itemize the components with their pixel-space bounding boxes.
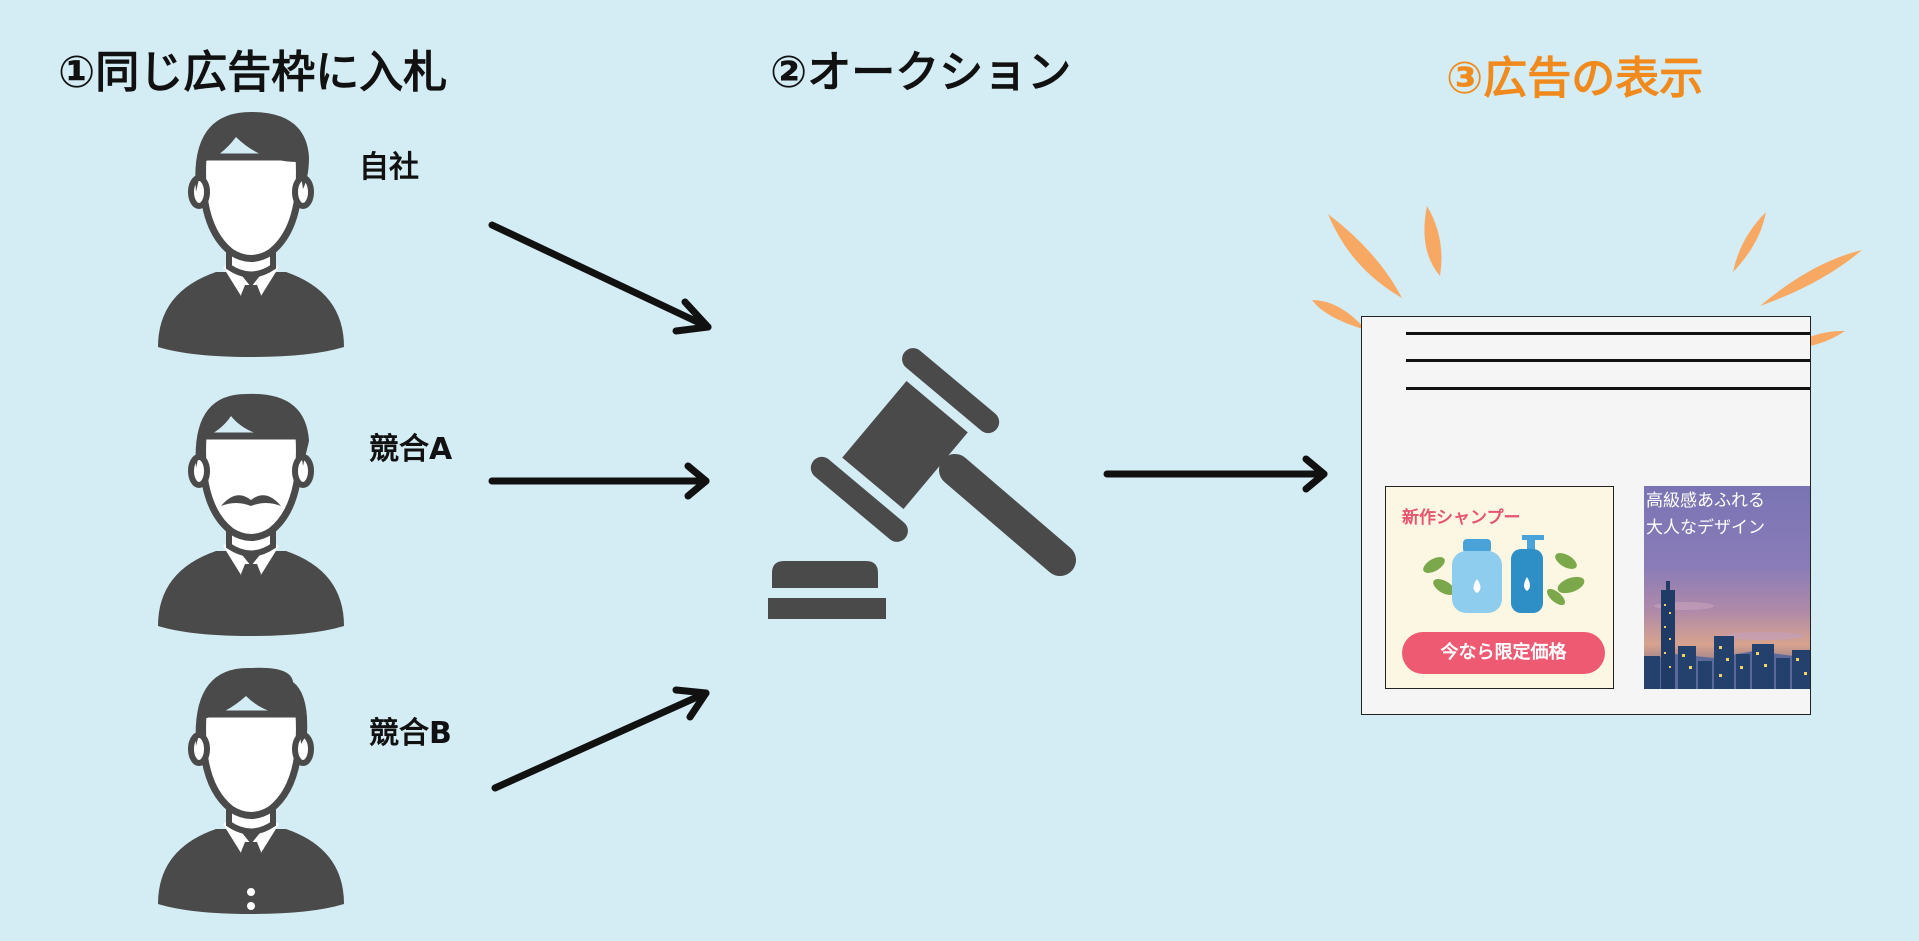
ad-shampoo-title: 新作シャンプー	[1402, 508, 1521, 528]
step1-heading: ①同じ広告枠に入札	[58, 47, 448, 98]
text-line	[1406, 387, 1810, 390]
ad-shampoo-cta-button[interactable]: 今なら限定価格	[1402, 632, 1605, 674]
bidder-competitor-a-icon	[158, 393, 344, 636]
ad-banner-shampoo[interactable]: 新作シャンプー 今なら限定価格	[1385, 486, 1614, 689]
arrow-competitor-b-to-auction	[491, 686, 710, 792]
arrow-self-to-auction	[488, 221, 712, 335]
step3-heading: ③広告の表示	[1446, 53, 1704, 104]
ad-banner-city[interactable]: 高級感あふれる 大人なデザイン	[1644, 486, 1810, 689]
bidder-label-self: 自社	[359, 150, 419, 185]
bidder-label-competitor-a: 競合A	[369, 432, 453, 467]
bidder-label-competitor-b: 競合B	[369, 716, 452, 751]
gavel-icon	[768, 348, 1076, 619]
arrow-competitor-a-to-auction	[488, 462, 710, 500]
bidder-self-icon	[158, 112, 344, 357]
text-line	[1406, 332, 1810, 335]
city-skyline-icon	[1644, 581, 1810, 689]
ad-city-line1: 高級感あふれる	[1646, 491, 1765, 511]
shampoo-bottles-icon	[1423, 535, 1585, 613]
text-line	[1406, 359, 1810, 362]
ad-city-copy: 高級感あふれる 大人なデザイン	[1646, 488, 1765, 542]
arrow-auction-to-ad	[1103, 455, 1328, 493]
bidder-competitor-b-icon	[158, 667, 344, 914]
web-page-mockup: 新作シャンプー 今なら限定価格 高級感あふれる 大人なデザイン	[1361, 316, 1811, 715]
step2-heading: ②オークション	[770, 47, 1072, 98]
ad-city-line2: 大人なデザイン	[1646, 518, 1765, 538]
